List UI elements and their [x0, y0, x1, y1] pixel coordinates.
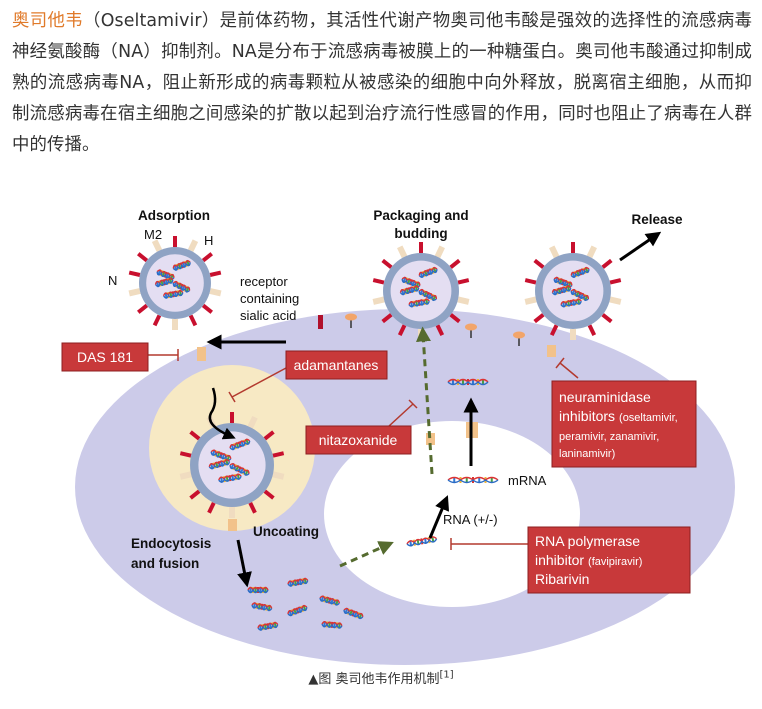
rna-strand: [560, 298, 582, 308]
nitazoxanide-label: nitazoxanide: [319, 432, 398, 448]
adamantanes-label: adamantanes: [294, 357, 379, 373]
rna-strand: [218, 473, 242, 483]
intro-paragraph: 奥司他韦（Oseltamivir）是前体药物，其活性代谢产物奥司他韦酸是强效的选…: [12, 6, 752, 161]
released-virus: [524, 242, 622, 340]
das181-box: [61, 342, 149, 372]
drug-name-highlight: 奥司他韦: [12, 11, 84, 31]
pathway-arrows: [206, 231, 662, 588]
h-label: H: [204, 233, 213, 248]
free-rna-strand: [251, 602, 273, 612]
neuraminidase-line-2: inhibitors(oseltamivir,: [559, 408, 678, 424]
das181-label: DAS 181: [77, 349, 133, 365]
rna-strand: [229, 462, 250, 476]
rna-strand: [208, 459, 231, 470]
rna-strand: [418, 288, 438, 302]
rna-strand: [172, 280, 191, 293]
adamantanes-box: [285, 350, 388, 380]
endocytosis-label-2: and fusion: [131, 556, 199, 571]
release-label: Release: [631, 212, 683, 227]
adsorption-label: Adsorption: [138, 208, 210, 223]
rna-strand: [401, 276, 421, 288]
free-rna-strand: [447, 378, 489, 386]
receptor-label-1: receptor: [240, 274, 288, 289]
free-rna-strand: [287, 577, 309, 587]
rnapol-line-1: RNA polymerase: [535, 533, 640, 549]
nucleus: [324, 421, 580, 607]
rna-strand: [570, 266, 590, 278]
rna-label: RNA (+/-): [443, 512, 498, 527]
free-rna-strand: [321, 621, 343, 629]
neuraminidase-line-3: peramivir, zanamivir,: [559, 431, 659, 443]
rna-strand: [399, 285, 420, 296]
free-rna-strand: [257, 621, 279, 631]
free-rna-strand: [247, 586, 269, 594]
neuraminidase-line-4: laninamivir): [559, 448, 615, 460]
rna-polymerase-inhibitor-box: [527, 526, 691, 594]
figure-caption: ▲图 奥司他韦作用机制[1]: [308, 669, 454, 687]
rnapol-line-2: inhibitor(favipiravir): [535, 552, 642, 568]
intro-body-text: （Oseltamivir）是前体药物，其活性代谢产物奥司他韦酸是强效的选择性的流…: [12, 11, 752, 155]
receptor-label-2: containing: [240, 291, 299, 306]
rna-strand: [154, 277, 174, 288]
endosome-virus: [179, 412, 285, 518]
free-rna-strand: [447, 476, 499, 484]
free-rna-strand: [319, 595, 341, 606]
rna-strand: [551, 285, 572, 296]
neuraminidase-line-1: neuraminidase: [559, 389, 651, 405]
endocytosis-label-1: Endocytosis: [131, 536, 211, 551]
adsorbing-virus: [128, 236, 222, 330]
rna-strand: [418, 266, 438, 278]
rna-strand: [229, 438, 251, 451]
rnapol-line-3: Ribarivin: [535, 571, 589, 587]
packaging-label-1: Packaging and: [373, 208, 468, 223]
neuraminidase-inhibitors-box: [551, 380, 697, 468]
receptor-label-3: sialic acid: [240, 308, 296, 323]
rna-strand: [408, 298, 430, 308]
rna-strand: [172, 259, 191, 271]
nitazoxanide-box: [305, 425, 412, 455]
n-label: N: [108, 273, 117, 288]
packaging-label-2: budding: [394, 226, 447, 241]
rna-strand: [570, 288, 590, 302]
free-rna-strand: [343, 607, 364, 620]
budding-virus: [372, 242, 470, 340]
mrna-label: mRNA: [508, 473, 547, 488]
m2-label: M2: [144, 227, 162, 242]
rna-strand: [162, 289, 184, 299]
uncoating-label: Uncoating: [253, 524, 319, 539]
free-rna-strand: [287, 604, 308, 617]
